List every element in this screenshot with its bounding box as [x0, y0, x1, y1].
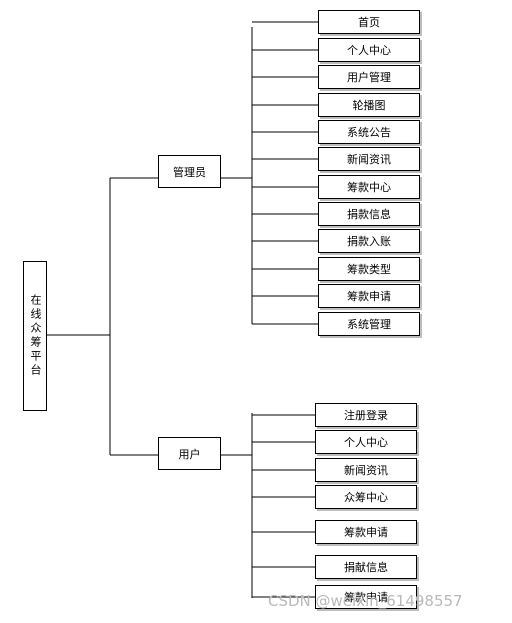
admin-child-node: 系统公告	[318, 120, 420, 144]
user-child-node: 注册登录	[315, 403, 417, 427]
user-child-node: 众筹中心	[315, 485, 417, 509]
admin-child-node: 首页	[318, 10, 420, 34]
admin-child-node: 新闻资讯	[318, 147, 420, 171]
user-child-node: 筹款申请	[315, 585, 417, 609]
admin-child-node: 捐款入账	[318, 229, 420, 253]
admin-child-node: 筹款申请	[318, 284, 420, 308]
watermark: CSDN @weixin_61498557	[268, 592, 463, 610]
admin-connectors	[252, 21, 318, 325]
connector-lines	[46, 27, 253, 598]
admin-child-node: 筹款中心	[318, 175, 420, 199]
user-node: 用户	[158, 437, 221, 470]
admin-child-node: 捐款信息	[318, 202, 420, 226]
user-child-node: 个人中心	[315, 430, 417, 454]
user-child-node: 新闻资讯	[315, 458, 417, 482]
user-child-node: 筹款申请	[315, 520, 417, 544]
admin-child-node: 系统管理	[318, 312, 420, 336]
admin-child-node: 个人中心	[318, 38, 420, 62]
user-connectors	[252, 414, 315, 598]
user-child-node: 捐献信息	[315, 555, 417, 579]
admin-child-node: 用户管理	[318, 65, 420, 89]
admin-node: 管理员	[158, 155, 221, 188]
root-node: 在线众筹平台	[23, 261, 47, 411]
admin-child-node: 筹款类型	[318, 257, 420, 281]
admin-child-node: 轮播图	[318, 93, 420, 117]
